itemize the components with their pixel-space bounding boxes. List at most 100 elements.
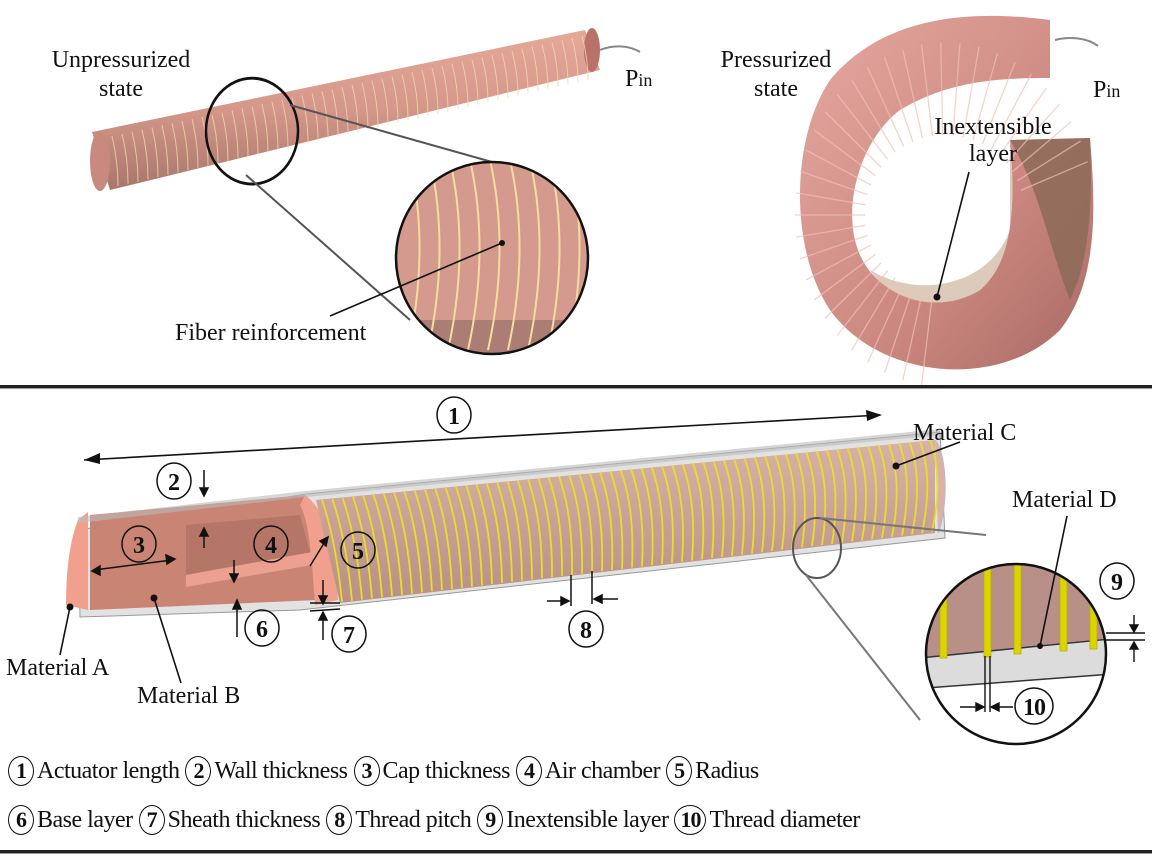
- thread: [650, 467, 664, 565]
- marker-1: 1: [436, 396, 472, 434]
- thread: [609, 471, 624, 569]
- legend-marker: 7: [138, 805, 165, 835]
- fiber-strand: [507, 162, 521, 351]
- marker-10: 10: [1014, 687, 1054, 725]
- thread: [403, 491, 423, 593]
- ring-crease: [952, 43, 961, 136]
- fiber-ring: [461, 61, 469, 108]
- thread: [712, 461, 725, 558]
- fiber-ring: [341, 86, 349, 135]
- thread: [723, 460, 735, 556]
- thread: [929, 439, 939, 533]
- legend-label: Air chamber: [544, 757, 661, 784]
- svg-text:3: 3: [133, 533, 145, 559]
- thread: [372, 494, 393, 597]
- fiber-ring: [171, 123, 179, 173]
- ring-crease: [1020, 161, 1088, 191]
- fiber-ring: [531, 46, 539, 92]
- thread: [743, 457, 755, 554]
- pressurized-actuator-photo: [795, 15, 1099, 386]
- thread: [589, 473, 604, 572]
- thread: [506, 481, 523, 581]
- material-b-label: Material B: [137, 683, 240, 709]
- fiber-ring: [191, 118, 199, 168]
- thread: [815, 450, 827, 546]
- chamber-floor: [186, 552, 312, 587]
- fiber-ring: [361, 82, 369, 130]
- magnify-source-circle: [204, 76, 300, 186]
- thread: [496, 482, 513, 582]
- fiber-ring: [281, 99, 289, 148]
- thread: [918, 440, 929, 534]
- fiber-ring: [271, 101, 279, 150]
- thread: [424, 489, 443, 591]
- legend-label: Thread pitch: [355, 806, 472, 833]
- svg-text:2: 2: [168, 470, 180, 496]
- fiber-ring: [401, 74, 409, 121]
- fiber-ring: [141, 129, 149, 180]
- fiber-ring: [261, 103, 269, 153]
- fiber-ring: [411, 72, 419, 119]
- marker-6: 6: [244, 609, 280, 647]
- ring-crease: [920, 44, 934, 137]
- material-c-label: Material C: [913, 420, 1016, 446]
- ring-crease: [902, 49, 924, 139]
- legend-label: Inextensible layer: [506, 806, 669, 833]
- thread: [341, 497, 363, 600]
- svg-text:6: 6: [256, 617, 268, 643]
- ring-crease: [805, 149, 872, 186]
- magnify-line-bottom-b: [805, 574, 921, 721]
- fiber-ring: [491, 55, 499, 101]
- thread: [382, 493, 403, 595]
- fiber-ring: [551, 42, 559, 87]
- ring-crease: [824, 262, 882, 319]
- thread: [898, 442, 908, 536]
- material-d-callout-line: [1039, 515, 1068, 647]
- thread: [867, 445, 878, 540]
- marker-5: 5: [340, 531, 376, 569]
- ring-crease: [813, 253, 876, 301]
- actuator-length-arrow: [83, 414, 881, 461]
- fiber-ring: [151, 127, 159, 177]
- legend-label: Radius: [695, 757, 759, 784]
- actuator-cad-model: [66, 429, 946, 618]
- thread: [558, 476, 573, 575]
- thread: [764, 455, 776, 552]
- thread: [599, 472, 614, 571]
- material-c-callout-line: [895, 441, 961, 467]
- magnify-line-top: [289, 104, 493, 163]
- thread: [537, 478, 553, 578]
- thread: [908, 441, 918, 535]
- thread: [465, 485, 483, 586]
- thread: [784, 453, 796, 549]
- ring-crease: [836, 94, 889, 160]
- fiber-callout-line: [329, 242, 503, 317]
- thread: [733, 459, 745, 555]
- thread: [805, 451, 816, 547]
- fiber-ring: [251, 106, 259, 155]
- material-b-callout-line: [153, 597, 182, 684]
- legend-marker: 10: [674, 805, 707, 835]
- ring-crease: [884, 288, 914, 374]
- thread: [547, 477, 563, 576]
- legend-marker: 5: [666, 756, 693, 786]
- magnify-line-top-b: [819, 517, 987, 536]
- thread: [331, 498, 353, 601]
- pressure-tube: [599, 45, 641, 53]
- fiber-ring: [211, 114, 219, 164]
- ring-crease: [1016, 140, 1081, 182]
- thread: [362, 495, 383, 598]
- ring-crease: [1011, 121, 1072, 173]
- arrowhead-right: [866, 410, 882, 421]
- fiber-ring: [561, 40, 569, 85]
- legend-marker: 9: [477, 805, 504, 835]
- fiber-strand: [527, 162, 541, 351]
- fiber-reinforcement-label: Fiber reinforcement: [175, 320, 367, 346]
- legend-label: Actuator length: [37, 757, 180, 784]
- ring-crease: [824, 111, 882, 168]
- end-cap-material-a: [66, 512, 88, 610]
